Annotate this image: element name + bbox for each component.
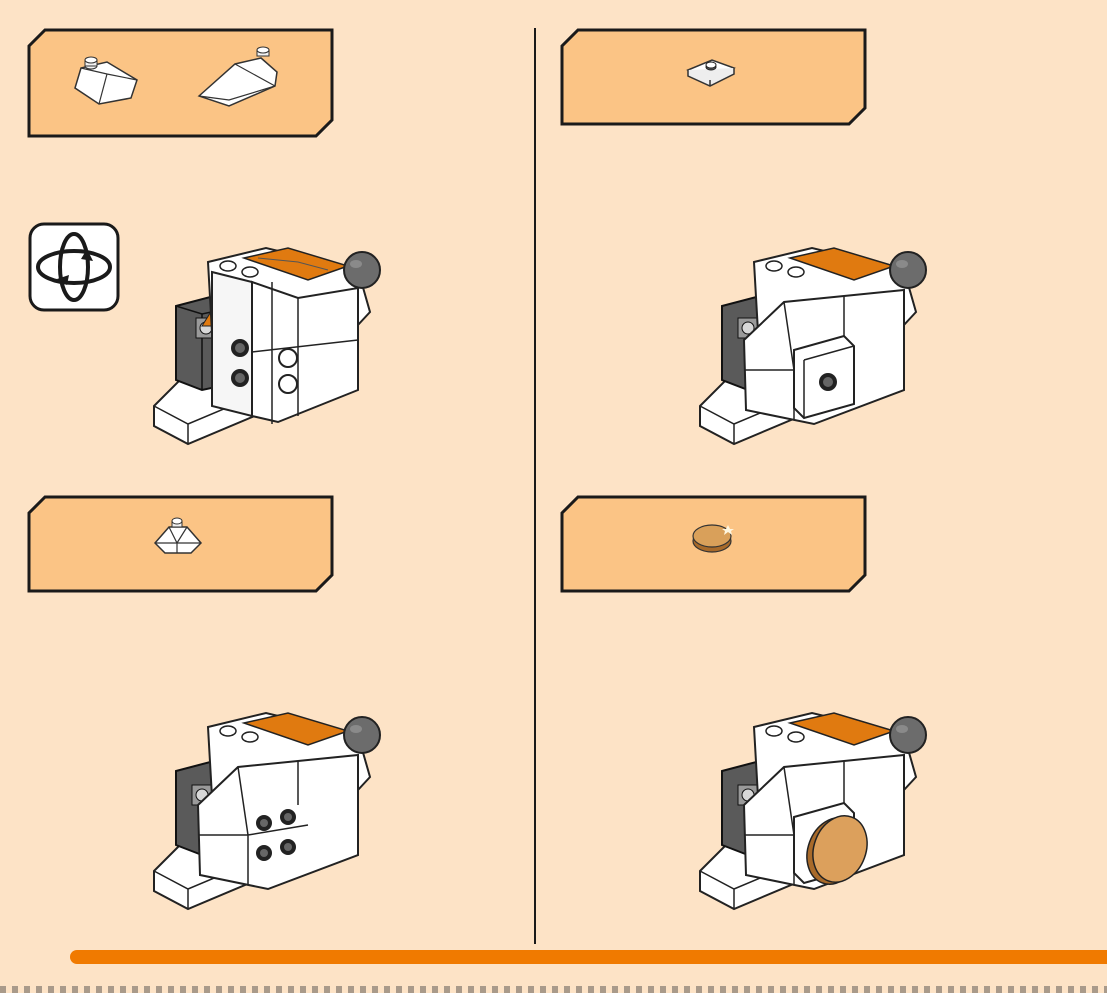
parts-callout-step-4 — [560, 495, 868, 593]
wedge-slope-icon — [151, 513, 205, 559]
parts-callout-step-1 — [27, 28, 335, 138]
page-accent-bar — [70, 950, 1107, 964]
page-bottom-border — [0, 986, 1107, 993]
build-step-1-model — [148, 240, 388, 450]
parts-callout-step-2 — [560, 28, 868, 126]
column-divider — [534, 28, 536, 944]
plate-with-stud-icon — [684, 52, 738, 92]
build-step-2-model — [694, 240, 934, 450]
build-step-4-model — [694, 705, 934, 915]
rotate-model-icon — [27, 221, 121, 313]
wedge-slope-left-icon — [71, 52, 141, 108]
wedge-slope-right-icon — [195, 44, 281, 110]
gold-round-tile-icon — [688, 519, 740, 555]
parts-callout-step-3 — [27, 495, 335, 593]
build-step-3-model — [148, 705, 388, 915]
